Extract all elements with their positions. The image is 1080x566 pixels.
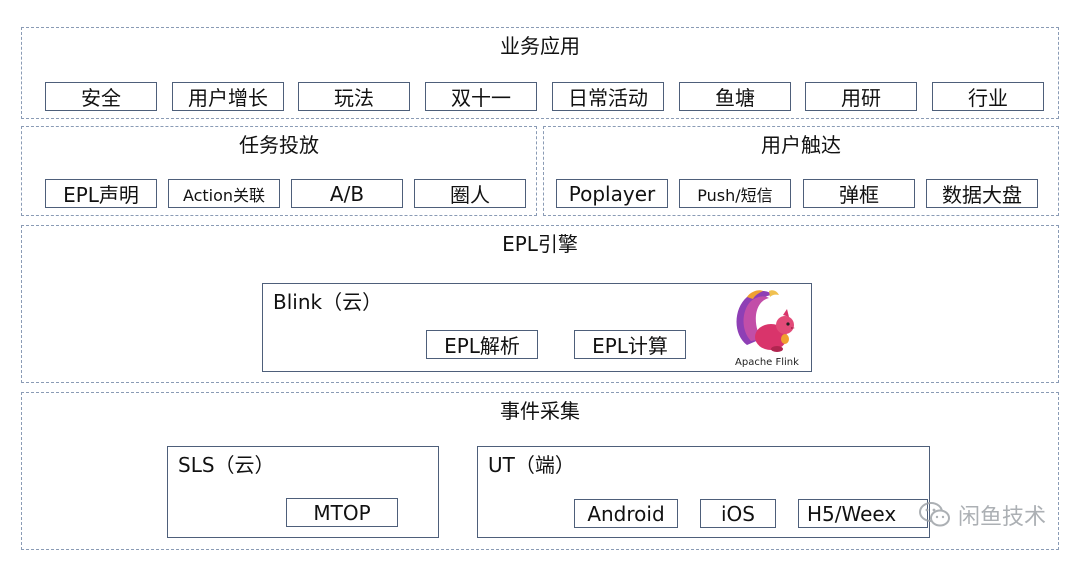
reach-item-poplayer: Poplayer [556, 179, 668, 208]
business-item-double-eleven: 双十一 [425, 82, 537, 111]
wechat-icon [918, 502, 950, 527]
ut-item-android: Android [574, 499, 678, 528]
reach-layer-title: 用户触达 [761, 133, 841, 157]
ut-panel: UT（端） Android iOS H5/Weex [477, 446, 930, 538]
apache-flink-logo [736, 290, 795, 352]
watermark: 闲鱼技术 [918, 500, 1046, 530]
business-item-daily-activity: 日常活动 [552, 82, 664, 111]
reach-item-dashboard: 数据大盘 [926, 179, 1038, 208]
watermark-text: 闲鱼技术 [957, 505, 1046, 530]
engine-layer-title: EPL引擎 [502, 232, 578, 256]
business-item-security: 安全 [45, 82, 157, 111]
task-item-action-link: Action关联 [168, 179, 280, 208]
business-item-industry: 行业 [932, 82, 1044, 111]
apache-flink-caption: Apache Flink [735, 357, 799, 368]
task-item-ab: A/B [291, 179, 403, 208]
business-item-user-growth: 用户增长 [172, 82, 284, 111]
task-item-epl-declare: EPL声明 [45, 179, 157, 208]
blink-panel-title: Blink（云） [273, 290, 383, 314]
blink-item-epl-compute: EPL计算 [574, 330, 686, 359]
engine-layer: EPL引擎 Blink（云） EPL解析 EPL计算 Apache Flink [21, 225, 1059, 383]
business-layer: 业务应用 安全 用户增长 玩法 双十一 日常活动 鱼塘 用研 行业 [21, 27, 1059, 119]
task-item-audience: 圈人 [414, 179, 526, 208]
reach-item-popup: 弹框 [803, 179, 915, 208]
sls-item-mtop: MTOP [286, 498, 398, 527]
reach-layer: 用户触达 Poplayer Push/短信 弹框 数据大盘 [543, 126, 1059, 216]
ut-item-ios: iOS [700, 499, 776, 528]
ut-item-h5-weex: H5/Weex [798, 499, 928, 528]
task-layer-title: 任务投放 [239, 133, 319, 157]
blink-panel: Blink（云） EPL解析 EPL计算 Apache Flink [262, 283, 812, 372]
ut-panel-title: UT（端） [488, 453, 575, 477]
sls-panel: SLS（云） MTOP [167, 446, 439, 538]
collect-layer-title: 事件采集 [500, 399, 580, 423]
business-layer-title: 业务应用 [500, 34, 580, 58]
task-layer: 任务投放 EPL声明 Action关联 A/B 圈人 [21, 126, 537, 216]
sls-panel-title: SLS（云） [178, 453, 275, 477]
reach-item-push-sms: Push/短信 [679, 179, 791, 208]
business-item-user-research: 用研 [805, 82, 917, 111]
business-item-gameplay: 玩法 [298, 82, 410, 111]
business-item-fish-pond: 鱼塘 [679, 82, 791, 111]
collect-layer: 事件采集 SLS（云） MTOP UT（端） Android iOS H5/We… [21, 392, 1059, 550]
blink-item-epl-parse: EPL解析 [426, 330, 538, 359]
